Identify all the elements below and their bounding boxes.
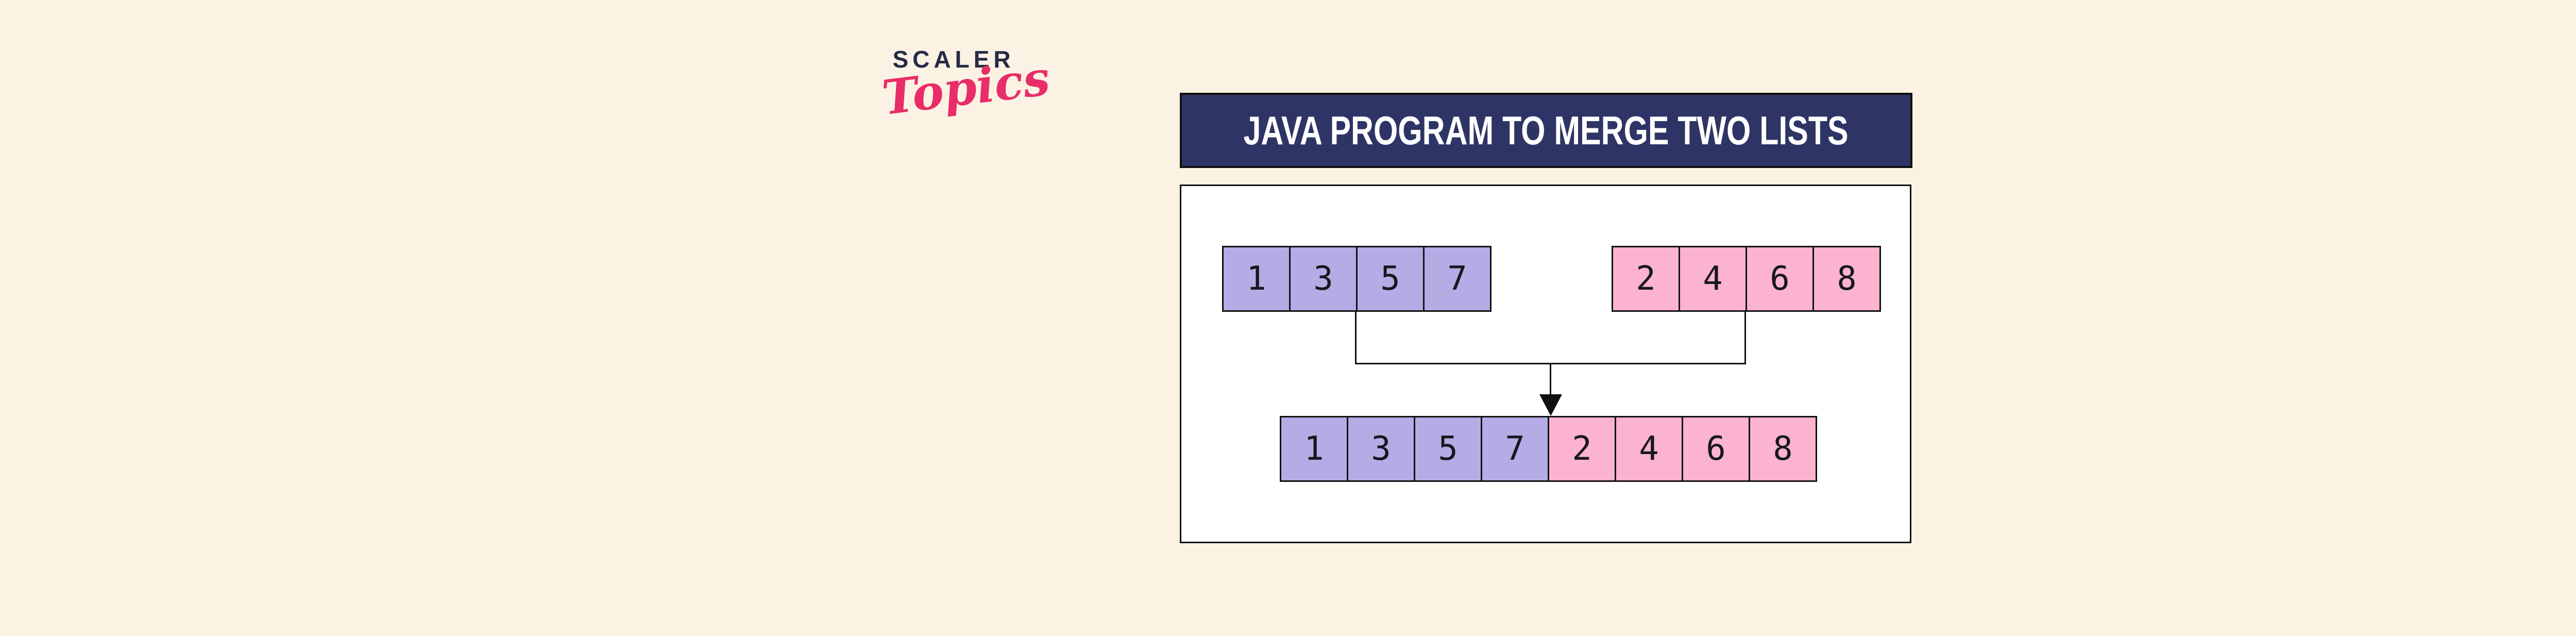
list-cell: 7 <box>1481 417 1548 480</box>
list-cell: 6 <box>1682 417 1749 480</box>
list-cell: 7 <box>1423 247 1490 310</box>
list-cell: 4 <box>1679 247 1745 310</box>
list-cell: 6 <box>1745 247 1812 310</box>
list-cell: 3 <box>1289 247 1356 310</box>
list-cell: 2 <box>1613 247 1679 310</box>
list-cell: 1 <box>1281 417 1347 480</box>
list-cell: 1 <box>1224 247 1289 310</box>
connector-line-left <box>1355 312 1357 364</box>
list-cell: 8 <box>1749 417 1816 480</box>
list-cell: 5 <box>1356 247 1423 310</box>
list-cell: 3 <box>1347 417 1414 480</box>
list-cell: 8 <box>1812 247 1879 310</box>
list-cell: 2 <box>1548 417 1615 480</box>
title-banner: JAVA PROGRAM TO MERGE TWO LISTS <box>1180 93 1912 168</box>
arrow-down-icon <box>1539 394 1562 416</box>
merge-arrow-stem <box>1550 363 1551 397</box>
connector-line-right <box>1744 312 1746 364</box>
page-title: JAVA PROGRAM TO MERGE TWO LISTS <box>1243 107 1849 153</box>
list-cell: 5 <box>1414 417 1481 480</box>
logo-brand-text: SCALER <box>892 46 1015 73</box>
list-cell: 4 <box>1615 417 1682 480</box>
scaler-topics-logo: SCALER Topics <box>879 46 1053 126</box>
